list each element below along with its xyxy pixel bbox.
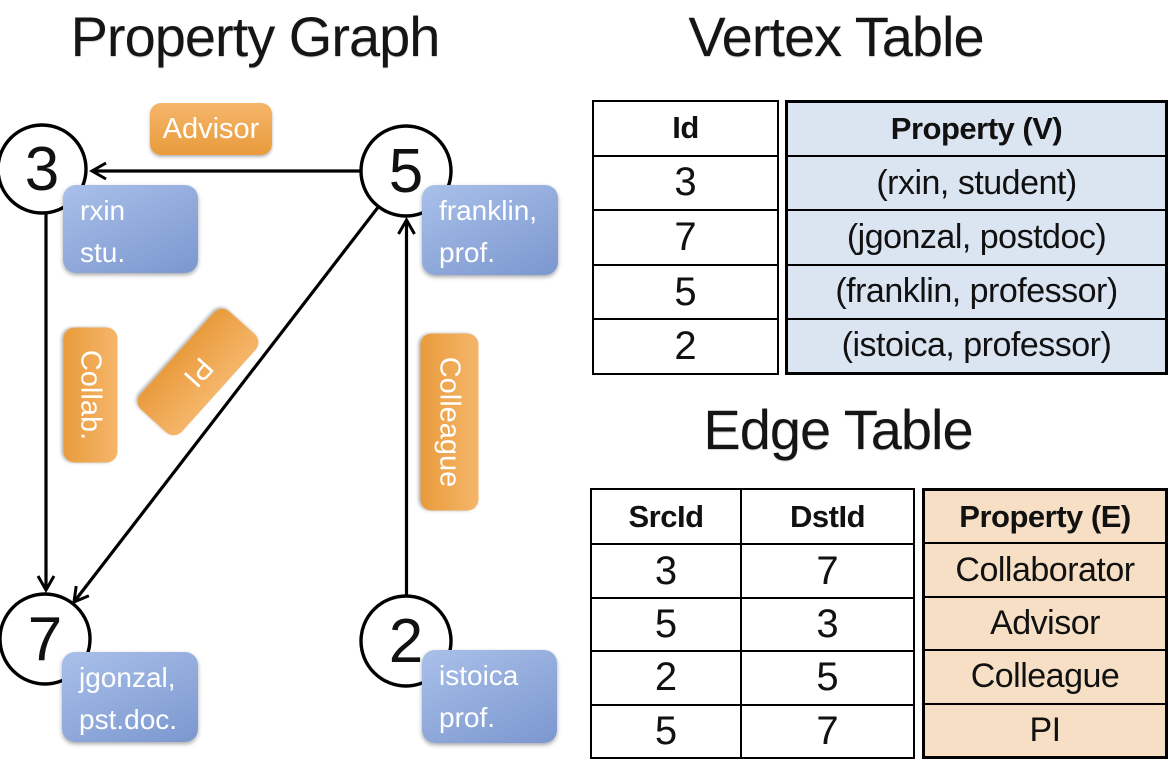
edge-table-header-srcid: SrcId [592,490,742,544]
edge-arrow-pi-5-to-7 [74,170,408,602]
vertex-table-header-id: Id [672,110,699,146]
property-graph-title: Property Graph [70,5,441,68]
vertex-property-box-3: rxin stu. [63,185,198,273]
edge-table-property-column: Property (E) Collaborator Advisor Collea… [922,488,1168,759]
edge-table-cell-property: Colleague [925,649,1165,702]
edge-table-cell-property: Collaborator [925,542,1165,595]
edge-table-cell-srcid: 5 [592,703,742,757]
edge-label-collab: Collab. [63,327,117,462]
vertex-property-box-2: istoica prof. [422,650,557,743]
vertex-table-title: Vertex Table [688,5,984,68]
vertex-table-cell-property: (jgonzal, postdoc) [788,209,1165,263]
edge-table-cell-dstid: 3 [742,596,913,650]
vertex-property-line: rxin [80,195,126,226]
edge-label-advisor: Advisor [150,103,272,155]
edge-table-title: Edge Table [703,398,973,461]
edge-label-colleague: Colleague [420,333,478,510]
vertex-table-cell-property: (rxin, student) [788,155,1165,209]
edge-table-header-property: Property (E) [959,498,1131,534]
vertex-table-id-column: Id 3 7 5 2 [592,100,779,375]
vertex-property-line: franklin, [439,195,538,226]
vertex-property-line: prof. [439,237,496,268]
vertex-property-line: prof. [439,702,496,733]
edge-table-cell-dstid: 7 [742,703,913,757]
vertex-table: Id 3 7 5 2 Property (V) (rxin, student) … [592,100,1168,375]
vertex-table-cell-property: (franklin, professor) [788,263,1165,318]
vertex-property-line: stu. [80,237,126,268]
vertex-table-cell-id: 2 [594,318,777,373]
edge-table-id-columns: SrcId DstId 3 7 5 3 2 5 5 7 [590,488,915,759]
vertex-table-header-property: Property (V) [890,111,1063,147]
vertex-table-property-column: Property (V) (rxin, student) (jgonzal, p… [785,100,1168,375]
vertex-property-box-5: franklin, prof. [422,185,558,275]
vertex-table-cell-id: 7 [594,209,777,264]
vertex-table-cell-property: (istoica, professor) [788,317,1165,372]
node-label-5: 5 [388,136,424,206]
edge-table-cell-dstid: 5 [742,650,913,703]
edge-table-cell-dstid: 7 [742,543,913,596]
vertex-property-line: pst.doc. [79,704,178,735]
vertex-property-line: jgonzal, [79,662,176,693]
node-label-2: 2 [388,606,424,676]
vertex-table-cell-id: 5 [594,263,777,319]
node-label-3: 3 [24,134,60,204]
vertex-table-cell-id: 3 [594,154,777,210]
edge-table-cell-srcid: 5 [592,596,742,651]
edge-table-header-dstid: DstId [790,498,866,534]
vertex-property-box-7: jgonzal, pst.doc. [62,652,198,742]
edge-table-cell-property: PI [925,702,1165,756]
edge-table-cell-property: Advisor [925,595,1165,649]
edge-table-cell-srcid: 2 [592,650,742,704]
edge-table-cell-srcid: 3 [592,543,742,597]
node-label-7: 7 [27,604,63,674]
edge-table: SrcId DstId 3 7 5 3 2 5 5 7 Property (E)… [590,488,1168,759]
vertex-property-line: istoica [439,660,519,691]
